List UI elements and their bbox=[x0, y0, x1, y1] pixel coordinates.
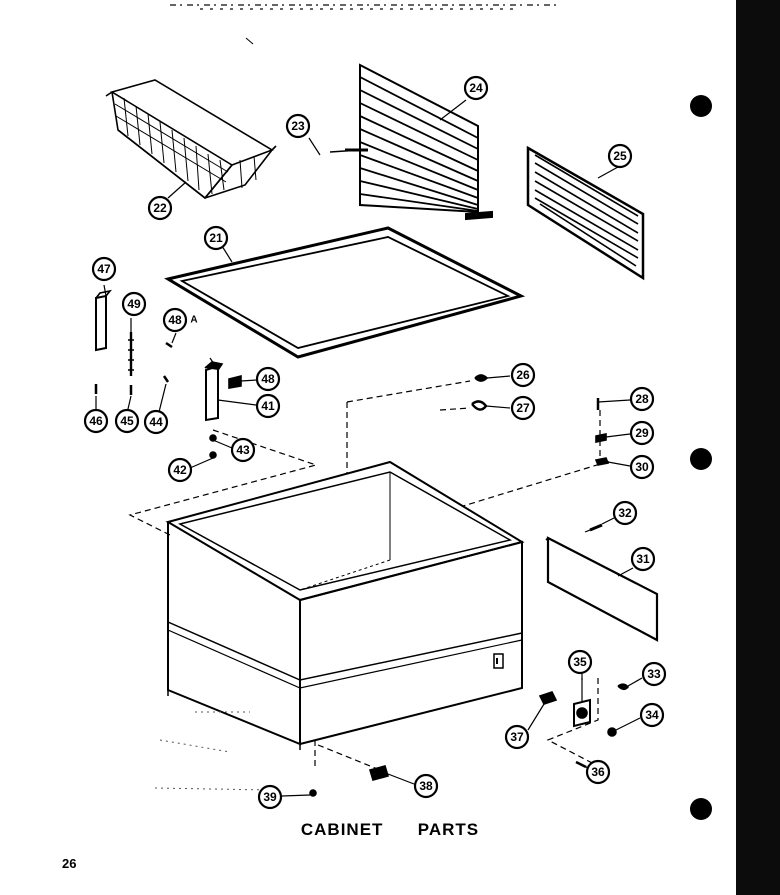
callout-34: 34 bbox=[639, 702, 665, 728]
svg-text:45: 45 bbox=[120, 414, 134, 428]
callout-48: 48 bbox=[255, 366, 281, 392]
callout-27: 27 bbox=[510, 395, 536, 421]
callout-47: 47 bbox=[91, 256, 117, 282]
svg-text:36: 36 bbox=[591, 765, 605, 779]
binder-hole-bottom bbox=[690, 798, 712, 820]
wire-basket bbox=[105, 79, 277, 200]
callout-22: 22 bbox=[147, 195, 173, 221]
scan-edge-bar bbox=[736, 0, 780, 895]
diagram-caption: CABINET PARTS bbox=[0, 820, 780, 840]
svg-text:43: 43 bbox=[236, 443, 250, 457]
svg-text:49: 49 bbox=[127, 297, 141, 311]
svg-text:48: 48 bbox=[168, 313, 182, 327]
svg-text:21: 21 bbox=[209, 231, 223, 245]
callout-28: 28 bbox=[629, 386, 655, 412]
svg-text:27: 27 bbox=[516, 401, 530, 415]
callout-30: 30 bbox=[629, 454, 655, 480]
callout-21: 21 bbox=[203, 225, 229, 251]
leader-lines bbox=[167, 99, 634, 680]
callout-38: 38 bbox=[413, 773, 439, 799]
callout-42: 42 bbox=[167, 457, 193, 483]
callout-41: 41 bbox=[255, 393, 281, 419]
svg-text:33: 33 bbox=[647, 667, 661, 681]
callout-26: 26 bbox=[510, 362, 536, 388]
hinge-parts bbox=[94, 284, 258, 469]
binder-hole-top bbox=[690, 95, 712, 117]
svg-text:35: 35 bbox=[573, 655, 587, 669]
callout-37: 37 bbox=[504, 724, 530, 750]
callout-23: 23 bbox=[285, 113, 311, 139]
svg-text:32: 32 bbox=[618, 506, 632, 520]
lid-gasket-frame bbox=[164, 226, 526, 359]
divider-panel bbox=[329, 63, 493, 221]
callout-48a-suffix: A bbox=[190, 315, 197, 326]
svg-text:34: 34 bbox=[645, 708, 659, 722]
callout-24: 24 bbox=[463, 75, 489, 101]
svg-text:47: 47 bbox=[97, 262, 111, 276]
rear-grille-panel bbox=[526, 145, 645, 281]
svg-text:42: 42 bbox=[173, 463, 187, 477]
callout-25: 25 bbox=[607, 143, 633, 169]
svg-text:41: 41 bbox=[261, 399, 275, 413]
caption-word-parts: PARTS bbox=[417, 820, 480, 839]
svg-text:46: 46 bbox=[89, 414, 103, 428]
svg-text:29: 29 bbox=[635, 426, 649, 440]
callout-33: 33 bbox=[641, 661, 667, 687]
svg-text:44: 44 bbox=[149, 415, 163, 429]
svg-text:30: 30 bbox=[635, 460, 649, 474]
page-number: 26 bbox=[62, 856, 77, 871]
callout-29: 29 bbox=[629, 420, 655, 446]
svg-text:31: 31 bbox=[636, 552, 650, 566]
binder-hole-middle bbox=[690, 448, 712, 470]
svg-text:26: 26 bbox=[516, 368, 530, 382]
svg-text:39: 39 bbox=[263, 790, 277, 804]
svg-text:37: 37 bbox=[510, 730, 524, 744]
callout-46: 46 bbox=[83, 408, 109, 434]
svg-text:23: 23 bbox=[291, 119, 305, 133]
svg-text:25: 25 bbox=[613, 149, 627, 163]
callout-36: 36 bbox=[585, 759, 611, 785]
svg-text:24: 24 bbox=[469, 81, 483, 95]
svg-text:22: 22 bbox=[153, 201, 167, 215]
callout-48a: 48 A bbox=[162, 307, 198, 333]
callout-49: 49 bbox=[121, 291, 147, 317]
callout-32: 32 bbox=[612, 500, 638, 526]
callout-31: 31 bbox=[630, 546, 656, 572]
svg-text:48: 48 bbox=[261, 372, 275, 386]
scan-noise-bottom bbox=[154, 711, 271, 791]
callout-39: 39 bbox=[257, 784, 283, 810]
svg-text:28: 28 bbox=[635, 392, 649, 406]
caption-word-cabinet: CABINET bbox=[300, 820, 384, 839]
callout-35: 35 bbox=[567, 649, 593, 675]
callout-43: 43 bbox=[230, 437, 256, 463]
cabinet-body bbox=[165, 460, 525, 750]
hardware-parts bbox=[245, 37, 659, 797]
scan-noise-top bbox=[170, 4, 560, 10]
svg-text:38: 38 bbox=[419, 779, 433, 793]
callout-44: 44 bbox=[143, 409, 169, 435]
callout-45: 45 bbox=[114, 408, 140, 434]
